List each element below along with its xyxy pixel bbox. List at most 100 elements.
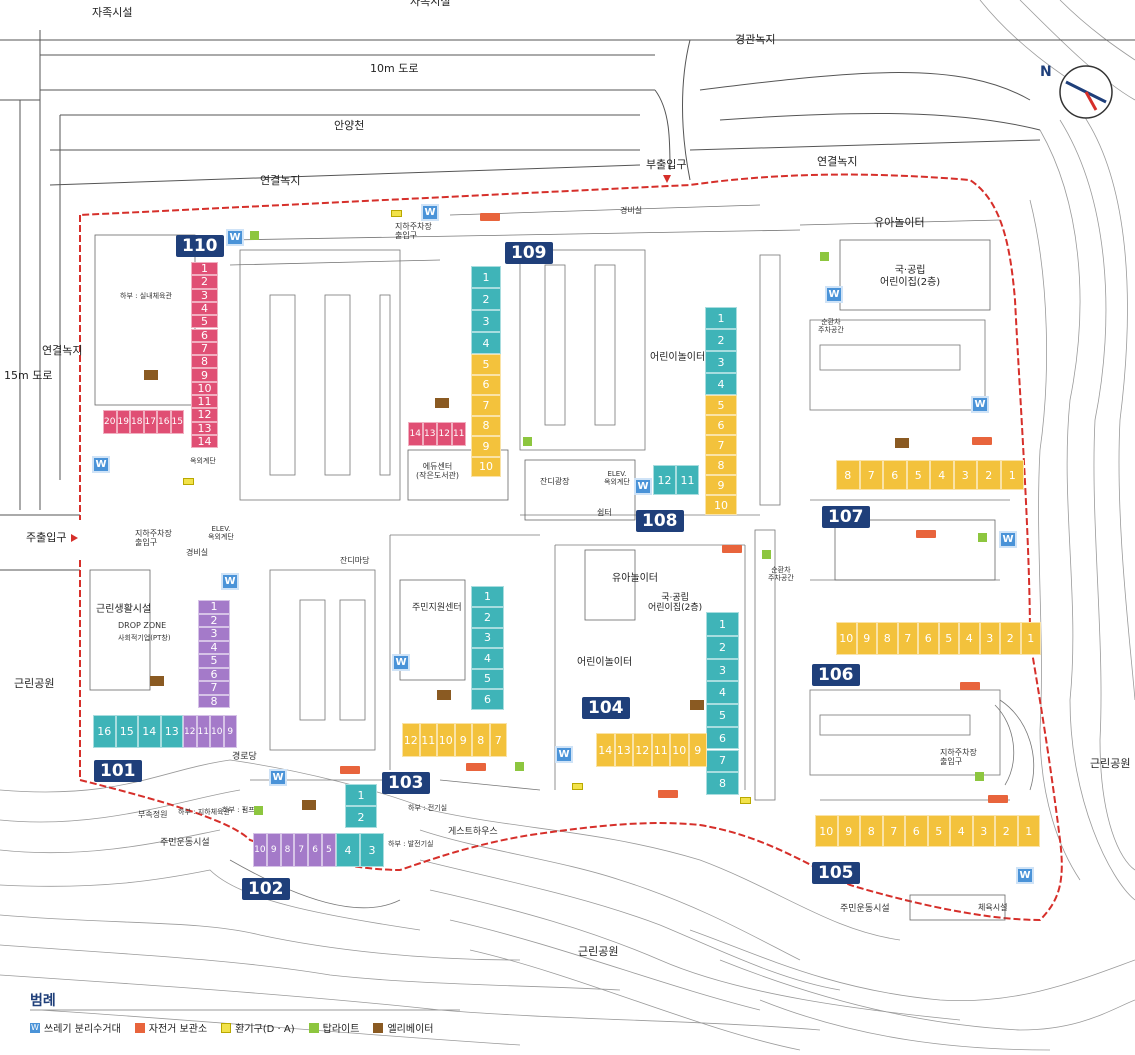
bike-storage-icon [988, 795, 1008, 803]
unit-b107-2: 2 [977, 460, 1001, 490]
unit-b104_yellow-12: 12 [633, 733, 652, 767]
building-104-badge: 104 [582, 697, 630, 720]
unit-b105-8: 8 [860, 815, 883, 847]
legend-item: 엘리베이터 [373, 1020, 433, 1035]
unit-b104_teal-3: 3 [706, 658, 739, 682]
recycling-bin-icon: W [421, 204, 439, 221]
label-park-left: 근린공원 [14, 677, 55, 690]
unit-b107-8: 8 [836, 460, 860, 490]
label-underground-top: 지하주차장 출입구 [395, 222, 432, 241]
unit-b103_yellow-10: 10 [437, 723, 455, 757]
bike-storage-icon [722, 545, 742, 553]
unit-b104_yellow-13: 13 [614, 733, 633, 767]
unit-b103_teal-3: 3 [471, 627, 504, 648]
label-link-green-top2: 연결녹지 [817, 155, 858, 168]
unit-b103_yellow-11: 11 [419, 723, 437, 757]
bike-storage-icon [480, 213, 500, 221]
unit-b101_purple_v-4: 4 [198, 640, 230, 654]
label-bike-area: 순환차 주차공간 [818, 318, 844, 335]
label-below-elec: 하부 : 전기실 [408, 804, 448, 812]
unit-b102_top-2: 2 [345, 806, 377, 828]
unit-b109_yellow-5: 5 [471, 354, 501, 375]
unit-b110_pink-11: 11 [191, 395, 218, 409]
unit-b104_yellow-14: 14 [596, 733, 615, 767]
toplight-icon [250, 231, 259, 240]
label-guard-left: 경비실 [186, 548, 209, 557]
unit-b110_pink-10: 10 [191, 381, 218, 395]
elevator-icon [373, 1022, 384, 1033]
unit-b109_yellow-10: 10 [471, 456, 501, 477]
label-staircase-1: 옥외계단 [190, 457, 216, 465]
unit-b109_yellow-8: 8 [471, 415, 501, 436]
unit-b101_purple-9: 9 [223, 715, 237, 748]
label-playground-mid: 유아놀이터 [612, 573, 658, 584]
building-108-badge: 108 [636, 510, 684, 533]
vent-icon [183, 478, 194, 485]
unit-b104_yellow-11: 11 [651, 733, 670, 767]
unit-b110_pink-12: 12 [191, 408, 218, 422]
vent-icon [740, 797, 751, 804]
toplight-icon [515, 762, 524, 771]
compass-icon [1059, 65, 1113, 119]
unit-b109_pink-11: 11 [451, 422, 466, 446]
unit-b110_pink-13: 13 [191, 421, 218, 435]
unit-b102_left-5: 5 [322, 833, 336, 867]
legend-item: 자전거 보관소 [134, 1020, 207, 1035]
label-below-gym: 하부 : 지하체육관 [178, 808, 230, 816]
toplight-icon [523, 437, 532, 446]
unit-b105-9: 9 [837, 815, 860, 847]
unit-b109_yellow-7: 7 [471, 395, 501, 416]
unit-b105-5: 5 [927, 815, 950, 847]
bike-storage-icon [916, 530, 936, 538]
label-top-left: 자족시설 [92, 6, 133, 19]
elevator-icon [690, 700, 704, 710]
unit-b108_teal-1: 1 [705, 307, 737, 329]
compass-north-label: N [1040, 64, 1052, 80]
unit-b110_side-20: 20 [103, 410, 117, 434]
unit-b108_teal-3: 3 [705, 351, 737, 373]
recycling-bin-icon: W [825, 286, 843, 303]
label-indoor-gym: 하부 : 실내체육관 [120, 292, 172, 300]
unit-b106-10: 10 [836, 622, 857, 655]
bike-storage-icon [340, 766, 360, 774]
unit-b110_side-18: 18 [130, 410, 144, 434]
recycling-bin-icon: W [971, 396, 989, 413]
unit-b101_purple-12: 12 [183, 715, 197, 748]
bike-storage-icon [972, 437, 992, 445]
unit-b108_low-12: 12 [653, 465, 676, 495]
legend-label: 환기구(D · A) [235, 1024, 295, 1035]
unit-b102_left-7: 7 [294, 833, 309, 867]
unit-b104_teal-8: 8 [706, 772, 739, 795]
unit-b110_side-19: 19 [116, 410, 130, 434]
unit-b101_purple_v-5: 5 [198, 654, 230, 668]
unit-b102_right-4: 4 [336, 833, 360, 867]
unit-b108_yellow-6: 6 [705, 415, 737, 435]
unit-b104_yellow-10: 10 [670, 733, 689, 767]
elevator-icon [895, 438, 909, 448]
building-110-badge: 110 [176, 235, 224, 258]
road-lines [0, 30, 1135, 571]
unit-b101_teal-13: 13 [160, 715, 183, 748]
toplight-icon [762, 550, 771, 559]
unit-b110_pink-8: 8 [191, 355, 218, 369]
gate-top-arrow [663, 175, 671, 183]
unit-b105-1: 1 [1017, 815, 1040, 847]
unit-b110_pink-2: 2 [191, 275, 218, 289]
label-below-pump: 하부 : 펌프실 [222, 806, 262, 814]
unit-b103_yellow-9: 9 [454, 723, 472, 757]
unit-b104_top-1: 1 [706, 612, 739, 636]
unit-b102_right-3: 3 [360, 833, 384, 867]
unit-b104_teal-4: 4 [706, 681, 739, 705]
unit-b110_pink-3: 3 [191, 288, 218, 302]
unit-b105-10: 10 [815, 815, 838, 847]
unit-b101_purple_v-7: 7 [198, 681, 230, 695]
unit-b109_teal-1: 1 [471, 266, 501, 288]
label-kids-play-1: 어린이놀이터 [650, 352, 706, 363]
bike-storage-icon [466, 763, 486, 771]
label-social-coop: 사회적기업(PT창) [118, 634, 171, 642]
label-elev-stair-2: ELEV. 옥외계단 [208, 525, 234, 542]
label-guard-top: 경비실 [620, 206, 643, 215]
unit-b108_teal-2: 2 [705, 329, 737, 351]
unit-b108_yellow-9: 9 [705, 475, 737, 495]
